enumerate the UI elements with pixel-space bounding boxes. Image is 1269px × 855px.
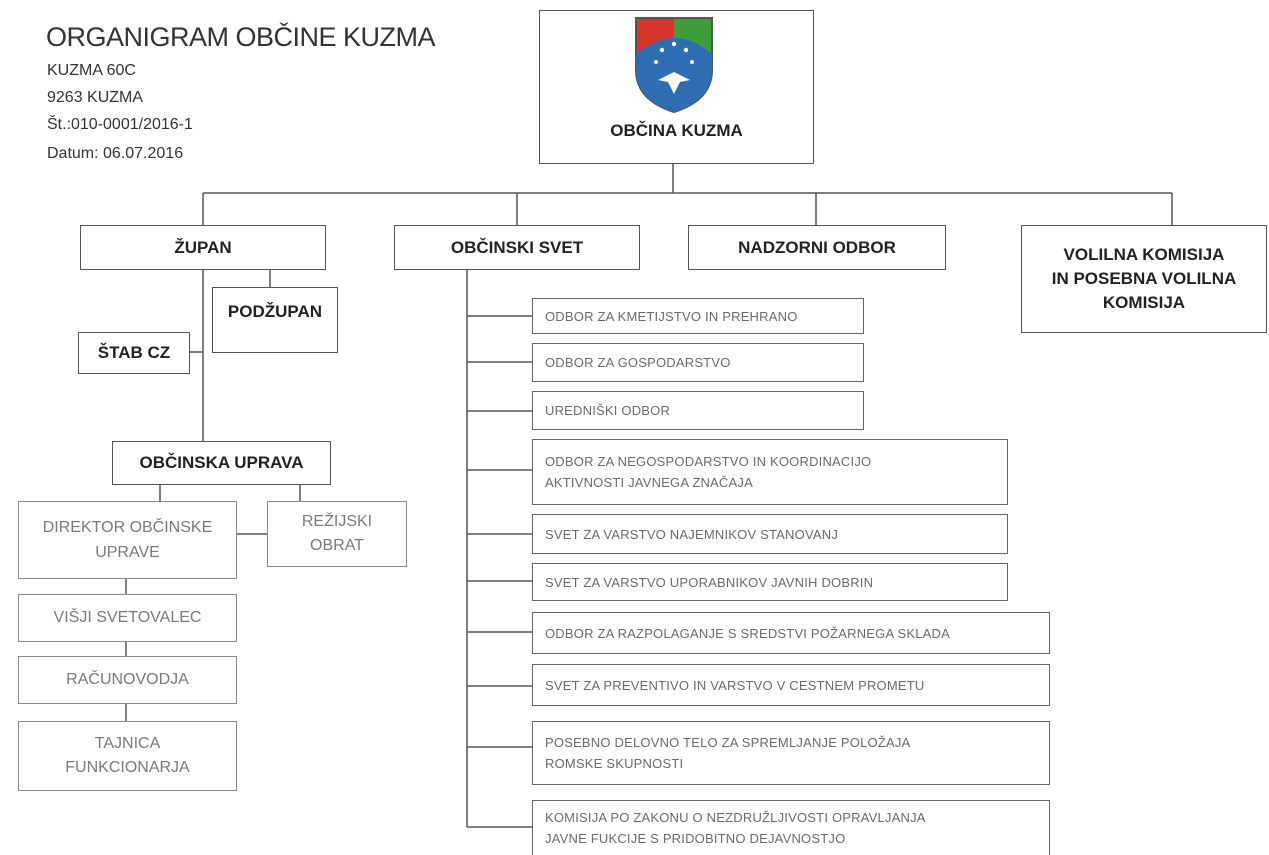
committee-box: SVET ZA VARSTVO UPORABNIKOV JAVNIH DOBRI… xyxy=(532,563,1008,601)
tajnica-label: TAJNICA FUNKCIONARJA xyxy=(65,735,190,776)
chart-title: ORGANIGRAM OBČINE KUZMA xyxy=(46,22,436,52)
tajnica-box: TAJNICA FUNKCIONARJA xyxy=(18,721,237,791)
obcinska-uprava-label: OBČINSKA UPRAVA xyxy=(139,453,304,472)
nadzorni-odbor-label: NADZORNI ODBOR xyxy=(738,237,896,257)
committee-label: ODBOR ZA RAZPOLAGANJE S SREDSTVI POŽARNE… xyxy=(545,625,950,641)
obcinska-uprava-box: OBČINSKA UPRAVA xyxy=(112,441,331,485)
obcinski-svet-box: OBČINSKI SVET xyxy=(394,225,640,270)
direktor-box: DIREKTOR OBČINSKE UPRAVE xyxy=(18,501,237,579)
committee-label: ODBOR ZA KMETIJSTVO IN PREHRANO xyxy=(545,308,798,324)
visji-svetovalec-label: VIŠJI SVETOVALEC xyxy=(53,609,202,626)
committee-box: KOMISIJA PO ZAKONU O NEZDRUŽLJIVOSTI OPR… xyxy=(532,800,1050,855)
committee-box: ODBOR ZA RAZPOLAGANJE S SREDSTVI POŽARNE… xyxy=(532,612,1050,654)
committee-box: ODBOR ZA NEGOSPODARSTVO IN KOORDINACIJO … xyxy=(532,439,1008,505)
address-line-1: KUZMA 60C xyxy=(47,62,136,79)
address-line-2: 9263 KUZMA xyxy=(47,89,144,106)
volilna-komisija-box: VOLILNA KOMISIJA IN POSEBNA VOLILNA KOMI… xyxy=(1021,225,1267,333)
zupan-label: ŽUPAN xyxy=(174,237,232,257)
committee-box: ODBOR ZA GOSPODARSTVO xyxy=(532,343,864,382)
municipal-coat-of-arms-icon xyxy=(635,17,713,114)
committee-label: SVET ZA PREVENTIVO IN VARSTVO V CESTNEM … xyxy=(545,677,925,693)
stab-cz-box: ŠTAB CZ xyxy=(78,332,190,374)
committee-box: SVET ZA PREVENTIVO IN VARSTVO V CESTNEM … xyxy=(532,664,1050,706)
obcina-kuzma-label: OBČINA KUZMA xyxy=(610,121,743,140)
podzupan-box: PODŽUPAN xyxy=(212,287,338,353)
zupan-box: ŽUPAN xyxy=(80,225,326,270)
rezijski-obrat-box: REŽIJSKI OBRAT xyxy=(267,501,407,567)
direktor-label: DIREKTOR OBČINSKE UPRAVE xyxy=(42,519,213,561)
racunovodja-label: RAČUNOVODJA xyxy=(66,671,189,688)
committee-box: UREDNIŠKI ODBOR xyxy=(532,391,864,430)
racunovodja-box: RAČUNOVODJA xyxy=(18,656,237,704)
document-date: Datum: 06.07.2016 xyxy=(47,145,184,162)
visji-svetovalec-box: VIŠJI SVETOVALEC xyxy=(18,594,237,642)
committee-label: ODBOR ZA NEGOSPODARSTVO IN KOORDINACIJO … xyxy=(545,454,872,490)
committee-label: KOMISIJA PO ZAKONU O NEZDRUŽLJIVOSTI OPR… xyxy=(545,810,926,846)
committee-label: SVET ZA VARSTVO UPORABNIKOV JAVNIH DOBRI… xyxy=(545,574,874,590)
committee-label: ODBOR ZA GOSPODARSTVO xyxy=(545,355,731,370)
rezijski-obrat-label: REŽIJSKI OBRAT xyxy=(301,513,373,554)
volilna-komisija-label: VOLILNA KOMISIJA IN POSEBNA VOLILNA KOMI… xyxy=(1051,245,1237,312)
obcinski-svet-label: OBČINSKI SVET xyxy=(450,237,584,257)
podzupan-label: PODŽUPAN xyxy=(227,302,323,321)
nadzorni-odbor-box: NADZORNI ODBOR xyxy=(688,225,946,270)
committee-label: UREDNIŠKI ODBOR xyxy=(545,403,671,418)
committee-label: POSEBNO DELOVNO TELO ZA SPREMLJANJE POLO… xyxy=(545,735,911,771)
document-number: Št.:010-0001/2016-1 xyxy=(47,116,193,133)
committee-box: ODBOR ZA KMETIJSTVO IN PREHRANO xyxy=(532,298,864,334)
committee-box: SVET ZA VARSTVO NAJEMNIKOV STANOVANJ xyxy=(532,514,1008,554)
committee-box: POSEBNO DELOVNO TELO ZA SPREMLJANJE POLO… xyxy=(532,721,1050,785)
stab-cz-label: ŠTAB CZ xyxy=(97,343,171,362)
committee-label: SVET ZA VARSTVO NAJEMNIKOV STANOVANJ xyxy=(545,526,839,542)
